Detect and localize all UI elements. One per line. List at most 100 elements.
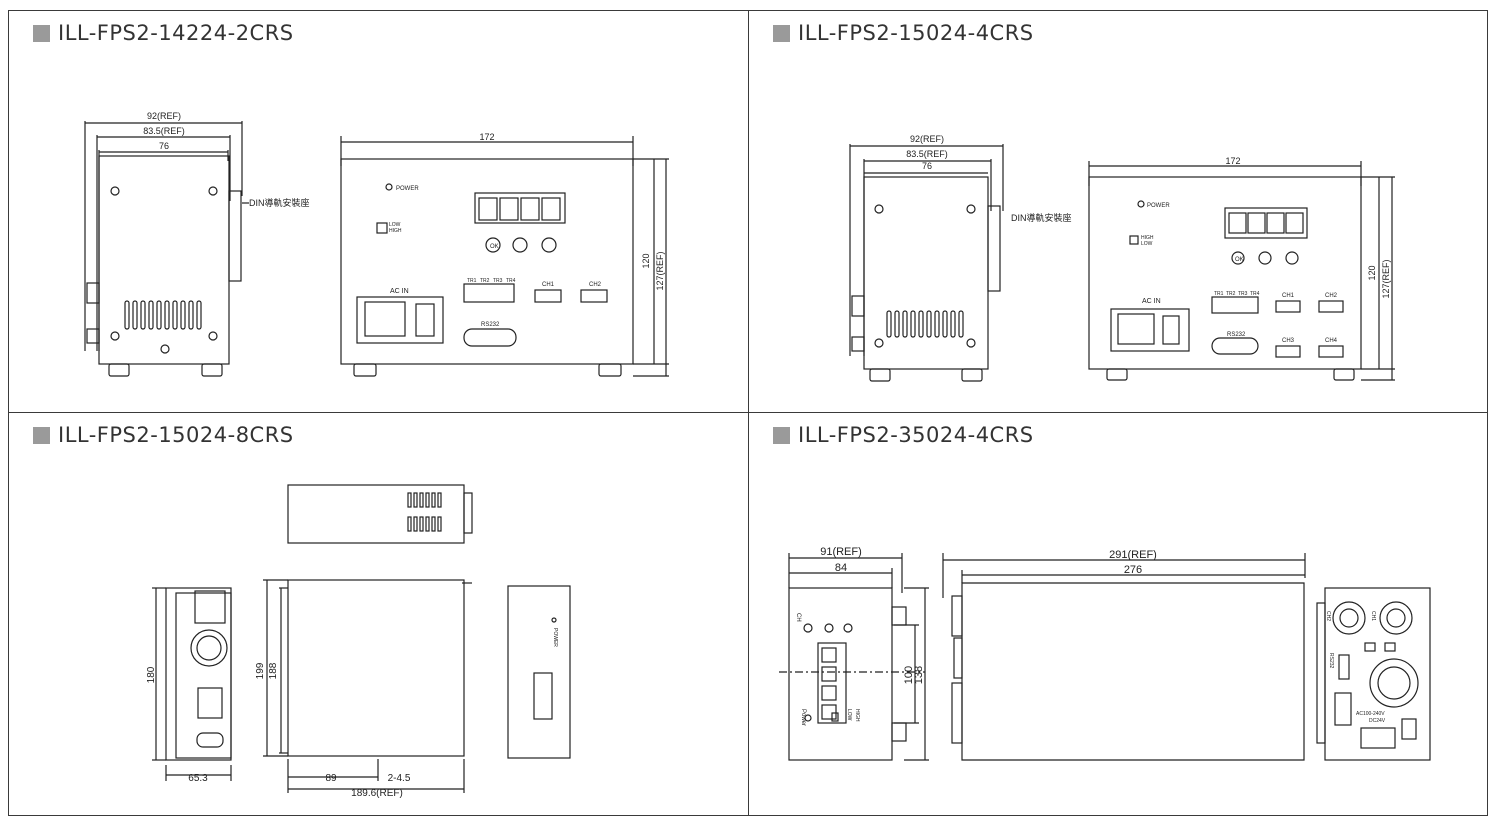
label-rs232: RS232 — [481, 322, 500, 328]
title-square-icon — [33, 426, 50, 444]
end-view-right — [507, 585, 571, 759]
grid-divider-horizontal — [9, 412, 1487, 413]
label-tr1: TR1 — [467, 278, 477, 284]
panel-ill-fps2-14224-2crs: ILL-FPS2-14224-2CRS 92(REF) — [9, 11, 748, 412]
label-power: Power — [800, 709, 806, 726]
dim-width-ref: 189.6(REF) — [351, 788, 403, 799]
panel-title: ILL-FPS2-14224-2CRS — [33, 21, 294, 45]
dim-inner-height: 188 — [268, 662, 279, 679]
title-square-icon — [773, 24, 790, 42]
dim-width-ref-outer: 92(REF) — [147, 111, 181, 121]
panel-title: ILL-FPS2-15024-8CRS — [33, 423, 294, 447]
label-power: POWER — [396, 186, 419, 192]
title-square-icon — [773, 426, 790, 444]
drawing-15024-4crs: 92(REF) 83.5(REF) 76 DIN導軌安裝座 — [849, 134, 1395, 382]
label-tr2: TR2 — [1226, 291, 1236, 297]
top-vent-slots — [407, 492, 442, 532]
panel-ill-fps2-15024-8crs: ILL-FPS2-15024-8CRS — [9, 413, 748, 815]
panel-ill-fps2-35024-4crs: ILL-FPS2-35024-4CRS 91(REF) 84 100 138 C… — [749, 413, 1489, 815]
label-power: POWER — [552, 628, 558, 647]
dim-width-ref-outer: 92(REF) — [910, 134, 944, 144]
label-ch2: CH2 — [1325, 293, 1338, 299]
dim-height: 120 — [641, 253, 651, 268]
label-power: POWER — [1147, 203, 1170, 209]
label-ch2: CH2 — [1325, 611, 1331, 621]
label-ch2: CH2 — [589, 282, 602, 288]
label-low: LOW — [846, 709, 852, 721]
dim-top-height: 199 — [255, 662, 266, 679]
panel-title-text: ILL-FPS2-14224-2CRS — [58, 21, 294, 45]
rear-view — [1316, 587, 1431, 761]
label-ch: CH — [795, 613, 801, 622]
dim-width-body: 84 — [835, 562, 847, 574]
label-ac-in: AC IN — [390, 288, 409, 295]
dim-height-ref: 127(REF) — [655, 251, 665, 290]
panel-ill-fps2-15024-4crs: ILL-FPS2-15024-4CRS 92(REF) 83.5(REF) 76… — [749, 11, 1489, 412]
drawing-35024-4crs: 91(REF) 84 100 138 CH Power LOW HIGH 291… — [779, 546, 1431, 761]
dim-height: 120 — [1367, 265, 1377, 280]
dim-width-ref-inner: 83.5(REF) — [906, 149, 948, 159]
panel-title-text: ILL-FPS2-15024-8CRS — [58, 423, 294, 447]
side-view — [849, 144, 1004, 382]
side-view — [84, 121, 249, 377]
drawing-14224-2crs: 92(REF) 83.5(REF) 76 DIN導軌安裝座 — [84, 111, 669, 377]
dim-width-ref-inner: 83.5(REF) — [143, 126, 185, 136]
label-ch1: CH1 — [1370, 611, 1376, 621]
panel-title-text: ILL-FPS2-15024-4CRS — [798, 21, 1034, 45]
dim-width-body: 76 — [159, 141, 169, 151]
dim-front-width: 172 — [1225, 156, 1240, 166]
din-rail-label: DIN導軌安裝座 — [1011, 212, 1072, 223]
dim-front-width: 172 — [479, 132, 494, 142]
front-view — [779, 553, 929, 761]
panel-title: ILL-FPS2-35024-4CRS — [773, 423, 1034, 447]
label-tr3: TR3 — [1238, 291, 1248, 297]
label-tr4: TR4 — [1250, 291, 1260, 297]
label-tr3: TR3 — [493, 278, 503, 284]
drawing-15024-8crs: 180 199 188 65.3 89 2-4.5 189.6(REF) POW… — [146, 484, 571, 799]
front-view — [340, 136, 669, 377]
label-low: LOW — [1141, 241, 1153, 247]
label-high: HIGH — [1141, 235, 1154, 241]
dim-width-ref: 91(REF) — [820, 546, 862, 558]
dim-side-height: 180 — [146, 666, 157, 683]
label-ok: OK — [1235, 257, 1244, 263]
label-rs232: RS232 — [1328, 653, 1334, 669]
dim-height: 100 — [903, 666, 915, 684]
label-tr4: TR4 — [506, 278, 516, 284]
front-view — [1088, 161, 1395, 381]
label-ok: OK — [490, 244, 499, 250]
dim-side-width: 65.3 — [188, 773, 208, 784]
dim-length: 276 — [1124, 564, 1142, 576]
panel-title: ILL-FPS2-15024-4CRS — [773, 21, 1034, 45]
label-ch3: CH3 — [1282, 338, 1295, 344]
label-low: LOW — [389, 222, 401, 228]
panel-title-text: ILL-FPS2-35024-4CRS — [798, 423, 1034, 447]
side-vent-slots — [124, 300, 202, 330]
label-ch4: CH4 — [1325, 338, 1338, 344]
label-ac-in: AC IN — [1142, 298, 1161, 305]
dim-width-b: 2-4.5 — [388, 773, 411, 784]
dim-height-outer: 138 — [913, 666, 925, 684]
main-view — [263, 579, 472, 793]
side-view-left — [152, 587, 232, 781]
label-ac: AC100-240V — [1356, 711, 1385, 717]
label-high: HIGH — [389, 228, 402, 234]
dim-length-ref: 291(REF) — [1109, 549, 1157, 561]
din-rail-label: DIN導軌安裝座 — [249, 197, 310, 208]
side-vent-slots — [886, 310, 964, 338]
dim-width-body: 76 — [922, 161, 932, 171]
label-ch1: CH1 — [1282, 293, 1295, 299]
top-view — [287, 484, 473, 544]
grid-divider-vertical — [748, 11, 749, 815]
label-tr2: TR2 — [480, 278, 490, 284]
label-ch1: CH1 — [542, 282, 555, 288]
label-high: HIGH — [854, 709, 860, 722]
dim-height-ref: 127(REF) — [1381, 259, 1391, 298]
dim-width-a: 89 — [325, 773, 337, 784]
title-square-icon — [33, 24, 50, 42]
label-rs232: RS232 — [1227, 332, 1246, 338]
label-tr1: TR1 — [1214, 291, 1224, 297]
side-view-long — [942, 553, 1306, 761]
drawing-grid: ILL-FPS2-14224-2CRS 92(REF) — [8, 10, 1488, 816]
label-dc: DC24V — [1369, 718, 1386, 724]
